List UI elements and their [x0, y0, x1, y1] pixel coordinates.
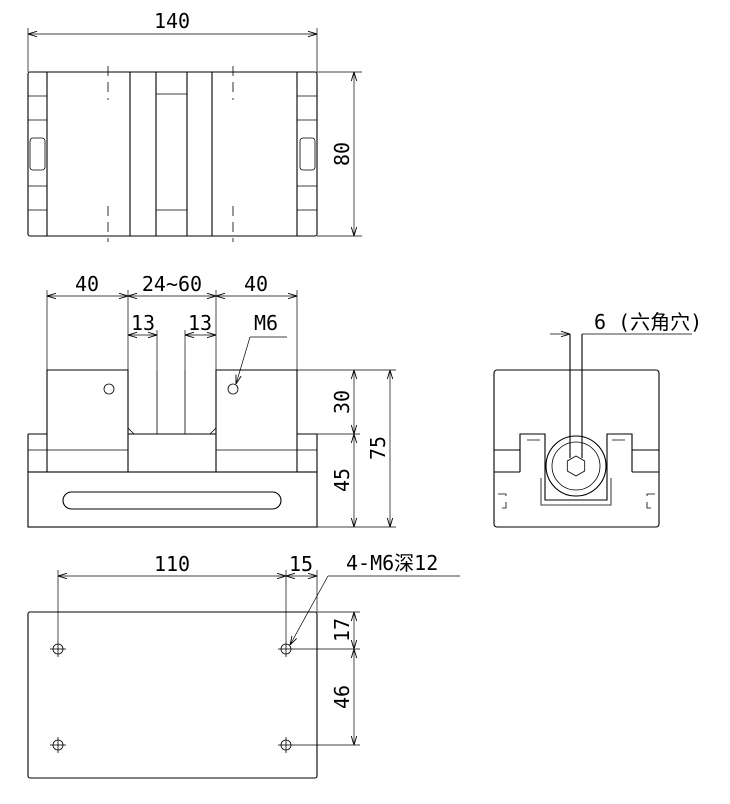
dim-hole-span: 110 [154, 552, 190, 576]
mount-hole-bl [50, 737, 66, 753]
dim-height-80: 80 [330, 142, 354, 166]
dim-width-140: 140 [154, 9, 190, 33]
hex-socket-label: 6 (六角穴) [594, 310, 702, 334]
dim-left-jaw: 40 [75, 272, 99, 296]
mount-hole-br [278, 737, 294, 753]
dim-right-gap: 13 [188, 311, 212, 335]
dim-jaw-height: 30 [330, 390, 354, 414]
top-view: 140 80 [27, 9, 362, 242]
thread-label-m6: M6 [254, 311, 278, 335]
dim-total-height: 75 [366, 436, 390, 460]
dim-range: 24~60 [142, 272, 202, 296]
dim-right-jaw: 40 [244, 272, 268, 296]
front-view: 40 24~60 40 13 13 M6 30 45 75 [27, 272, 396, 528]
dim-left-gap: 13 [131, 311, 155, 335]
bottom-view: 110 15 4-M6深12 17 46 [27, 551, 460, 779]
mount-hole-tl [50, 641, 66, 657]
mount-hole-tr [278, 641, 294, 657]
dim-top-offset: 17 [330, 618, 354, 642]
hole-callout: 4-M6深12 [346, 551, 438, 575]
dim-base-height: 45 [330, 468, 354, 492]
side-view: 6 (六角穴) [493, 310, 702, 528]
dim-edge-offset: 15 [289, 552, 313, 576]
dim-hole-pitch: 46 [330, 685, 354, 709]
